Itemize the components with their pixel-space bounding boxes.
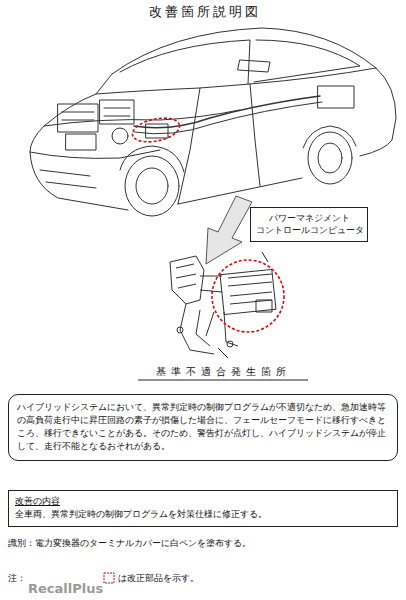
remedy-box: 改善の内容全車両、異常判定時の制御プログラムを対策仕様に修正する。 bbox=[8, 490, 398, 527]
note-label: は改正部品を示す。 bbox=[118, 572, 199, 585]
box-text: 全車両、異常判定時の制御プログラムを対策仕様に修正する。 bbox=[15, 508, 391, 521]
pointer-arrow bbox=[206, 196, 252, 264]
note-label: 注： bbox=[8, 572, 26, 585]
callout-box: パワーマネジメント コントロールコンピュータ bbox=[250, 207, 368, 242]
box-heading: パワーマネジメント コントロールコンピュータ bbox=[256, 212, 362, 236]
location-label: 基準不適合発生箇所 bbox=[138, 365, 308, 378]
watermark: RecallPlus bbox=[28, 582, 103, 595]
box-heading: ハイブリッドシステムにおいて、異常判定時の制御プログラムが不適切なため、急加速時… bbox=[17, 401, 389, 453]
identification-note: 識別：電力変換器のターミナルカバーに白ペンを塗布する。 bbox=[8, 537, 251, 550]
description-box: ハイブリッドシステムにおいて、異常判定時の制御プログラムが不適切なため、急加速時… bbox=[8, 394, 398, 461]
box-heading: 改善の内容 bbox=[15, 495, 391, 508]
page-title: 改善箇所説明図 bbox=[2, 3, 406, 21]
